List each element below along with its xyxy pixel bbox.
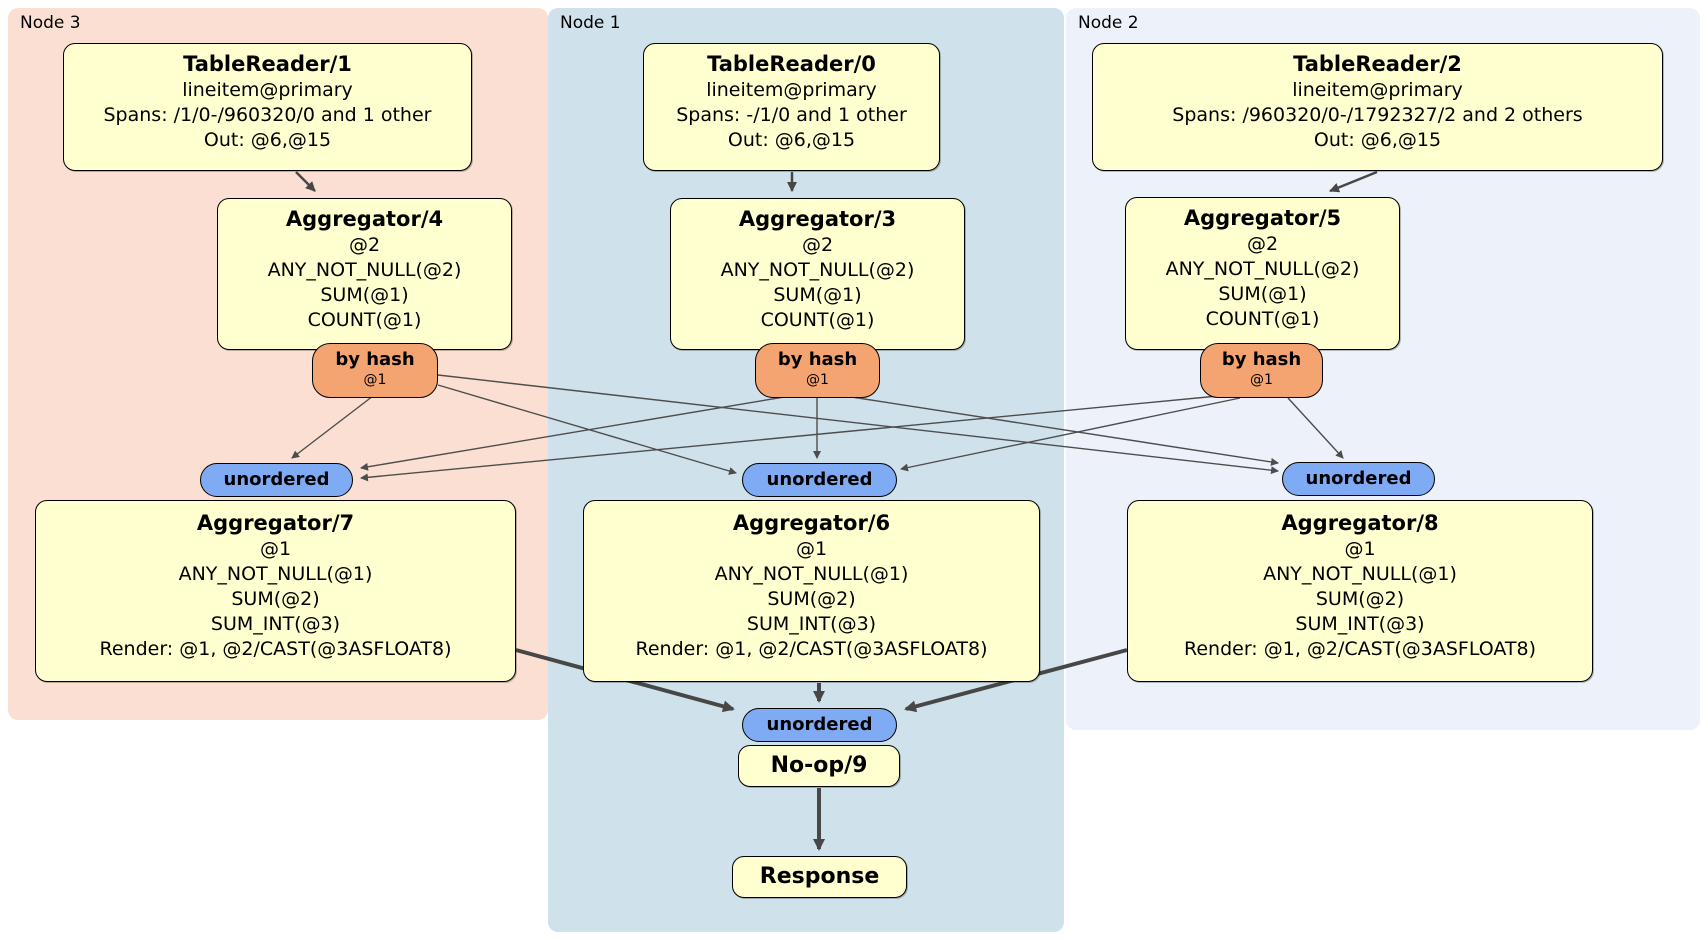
- processor-tablereader-1: TableReader/1 lineitem@primary Spans: /1…: [63, 43, 472, 171]
- processor-aggregator-7: Aggregator/7 @1 ANY_NOT_NULL(@1) SUM(@2)…: [35, 500, 516, 682]
- processor-groupcols: @1: [1344, 538, 1376, 560]
- processor-noop-9: No-op/9: [738, 745, 900, 787]
- sync-unordered: unordered: [742, 463, 897, 497]
- node2-label: Node 2: [1078, 13, 1139, 33]
- processor-aggregator-6: Aggregator/6 @1 ANY_NOT_NULL(@1) SUM(@2)…: [583, 500, 1040, 682]
- edge-router-to-sync: [291, 374, 1344, 482]
- processor-title: TableReader/2: [1293, 52, 1462, 76]
- processor-agg-fn: ANY_NOT_NULL(@1): [178, 563, 373, 585]
- processor-tablereader-0: TableReader/0 lineitem@primary Spans: -/…: [643, 43, 940, 171]
- processor-aggregator-5: Aggregator/5 @2 ANY_NOT_NULL(@2) SUM(@1)…: [1125, 197, 1400, 350]
- processor-title: TableReader/1: [183, 52, 352, 76]
- processor-groupcols: @1: [259, 538, 292, 560]
- processor-agg-fn: COUNT(@1): [1205, 308, 1320, 330]
- router-key: @1: [1250, 372, 1273, 388]
- processor-groupcols: @2: [801, 234, 834, 256]
- processor-spans: Spans: -/1/0 and 1 other: [676, 104, 907, 126]
- processor-agg-fn: ANY_NOT_NULL(@1): [1263, 563, 1457, 585]
- processor-index: lineitem@primary: [1292, 79, 1463, 101]
- processor-agg-fn: SUM_INT(@3): [1295, 613, 1425, 635]
- processor-title: Aggregator/7: [196, 511, 355, 535]
- processor-out: Out: @6,@15: [727, 129, 856, 151]
- router-label: by hash: [335, 349, 415, 370]
- processor-render: Render: @1, @2/CAST(@3ASFLOAT8): [99, 638, 452, 660]
- processor-title: Aggregator/4: [285, 207, 444, 231]
- processor-agg-fn: COUNT(@1): [307, 309, 422, 331]
- processor-agg-fn: COUNT(@1): [760, 309, 875, 331]
- processor-aggregator-3: Aggregator/3 @2 ANY_NOT_NULL(@2) SUM(@1)…: [670, 198, 965, 350]
- router-label: by hash: [777, 349, 858, 370]
- processor-agg-fn: SUM_INT(@3): [210, 613, 341, 635]
- sync-unordered: unordered: [200, 463, 353, 497]
- processor-agg-fn: ANY_NOT_NULL(@2): [720, 259, 915, 281]
- processor-aggregator-8: Aggregator/8 @1 ANY_NOT_NULL(@1) SUM(@2)…: [1127, 500, 1593, 682]
- processor-tablereader-2: TableReader/2 lineitem@primary Spans: /9…: [1092, 43, 1663, 171]
- processor-agg-fn: SUM_INT(@3): [746, 613, 877, 635]
- sync-unordered: unordered: [742, 708, 897, 742]
- processor-agg-fn: ANY_NOT_NULL(@2): [267, 259, 462, 281]
- processor-aggregator-4: Aggregator/4 @2 ANY_NOT_NULL(@2) SUM(@1)…: [217, 198, 512, 350]
- processor-title: No-op/9: [770, 753, 868, 778]
- edge-tablereader-to-aggregator: [295, 170, 1378, 193]
- router-key: @1: [363, 372, 387, 388]
- processor-title: Aggregator/8: [1281, 511, 1439, 535]
- processor-out: Out: @6,@15: [203, 129, 332, 151]
- router-label: by hash: [1221, 349, 1302, 370]
- processor-title: Response: [759, 864, 880, 889]
- processor-out: Out: @6,@15: [1313, 129, 1442, 151]
- processor-agg-fn: SUM(@2): [1315, 588, 1405, 610]
- node3-label: Node 3: [20, 13, 81, 33]
- processor-spans: Spans: /960320/0-/1792327/2 and 2 others: [1172, 104, 1583, 126]
- processor-title: TableReader/0: [707, 52, 876, 76]
- processor-title: Aggregator/6: [732, 511, 891, 535]
- processor-groupcols: @2: [348, 234, 381, 256]
- processor-agg-fn: SUM(@1): [1218, 283, 1307, 305]
- processor-agg-fn: ANY_NOT_NULL(@2): [1165, 258, 1360, 280]
- processor-agg-fn: SUM(@1): [320, 284, 409, 306]
- router-by-hash: by hash @1: [1200, 343, 1323, 398]
- processor-title: Aggregator/3: [738, 207, 897, 231]
- processor-agg-fn: SUM(@1): [773, 284, 862, 306]
- processor-groupcols: @1: [795, 538, 828, 560]
- processor-groupcols: @2: [1246, 233, 1279, 255]
- sync-unordered: unordered: [1282, 462, 1435, 496]
- router-by-hash: by hash @1: [312, 343, 438, 398]
- processor-agg-fn: SUM(@2): [231, 588, 320, 610]
- processor-agg-fn: ANY_NOT_NULL(@1): [714, 563, 909, 585]
- processor-render: Render: @1, @2/CAST(@3ASFLOAT8): [1184, 638, 1536, 660]
- router-by-hash: by hash @1: [755, 343, 880, 398]
- processor-index: lineitem@primary: [182, 79, 353, 101]
- processor-spans: Spans: /1/0-/960320/0 and 1 other: [103, 104, 432, 126]
- router-key: @1: [806, 372, 829, 388]
- processor-render: Render: @1, @2/CAST(@3ASFLOAT8): [635, 638, 988, 660]
- node1-label: Node 1: [560, 13, 621, 33]
- processor-index: lineitem@primary: [706, 79, 877, 101]
- response-node: Response: [732, 856, 907, 898]
- processor-title: Aggregator/5: [1183, 206, 1342, 230]
- processor-agg-fn: SUM(@2): [767, 588, 856, 610]
